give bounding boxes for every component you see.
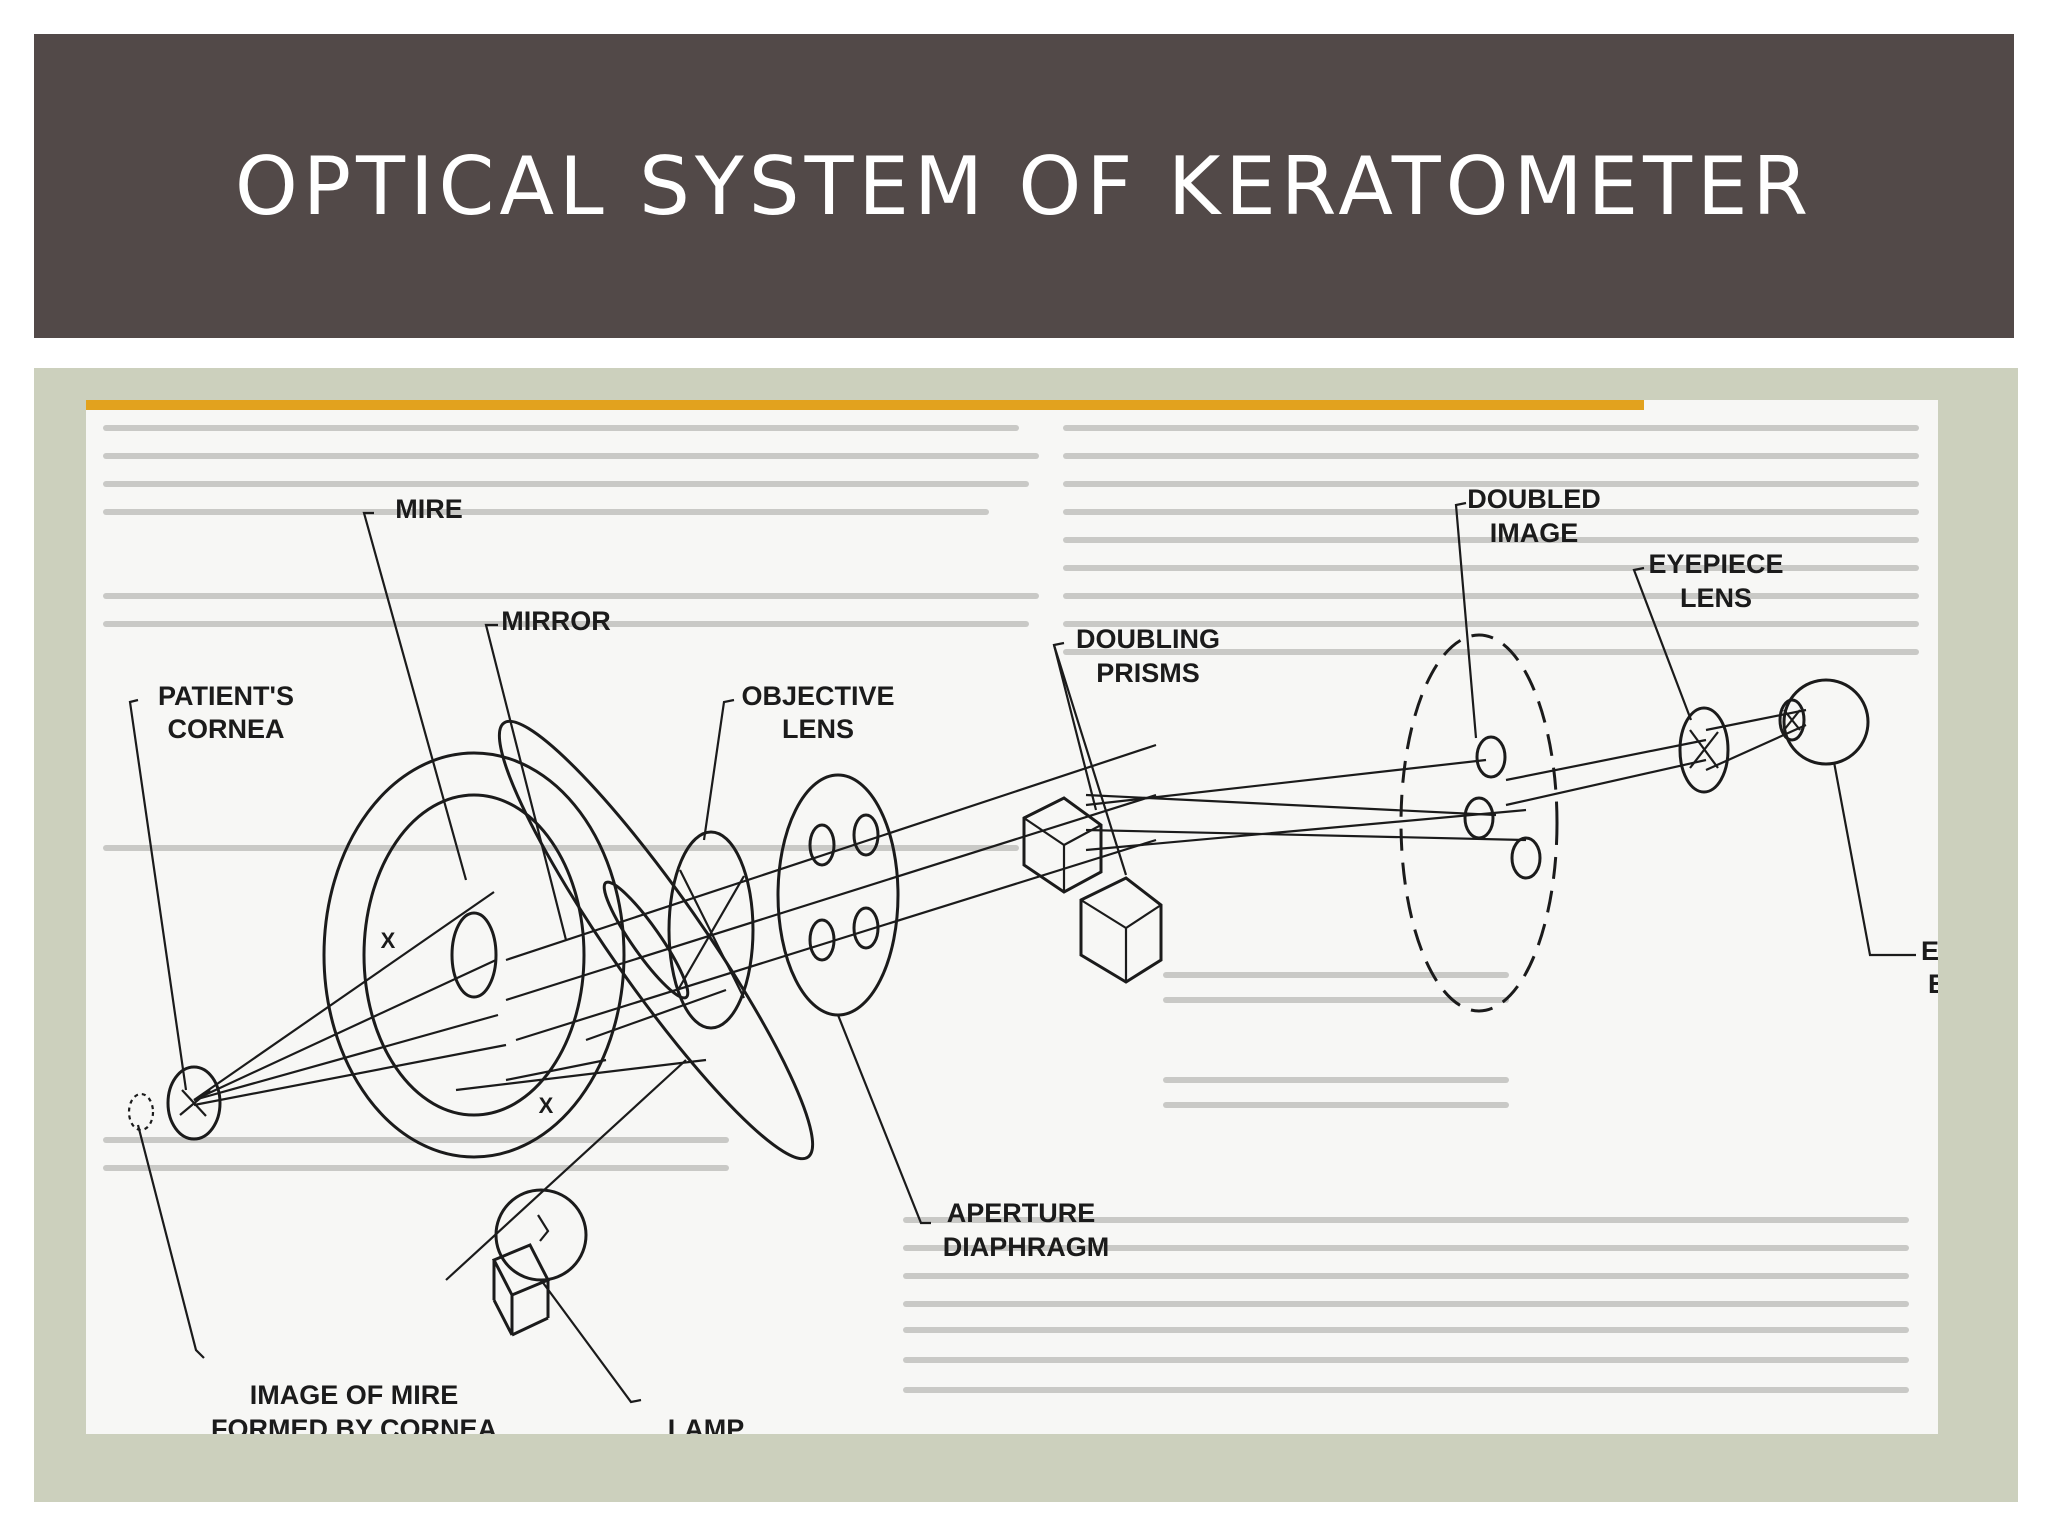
label-aperture-diaphragm-2: DIAPHRAGM [943,1232,1110,1262]
label-patients-cornea-1: PATIENT'S [158,681,294,711]
label-aperture-diaphragm-1: APERTURE [947,1198,1096,1228]
label-image-of-mire-2: FORMED BY CORNEA [211,1414,497,1434]
mire-disc: X X [322,751,626,1159]
eyepiece-lens [1678,706,1730,794]
svg-text:X: X [539,1093,554,1118]
label-patients-cornea-2: CORNEA [167,714,284,744]
optical-rays [193,708,1807,1281]
leader-lines [128,501,1916,1404]
label-mire: MIRE [395,494,463,524]
background-text-texture [103,425,1919,1393]
label-doubling-prisms-2: PRISMS [1096,658,1200,688]
mirror [497,719,815,1161]
keratometer-diagram: X X [103,425,1938,1434]
lamp [491,1188,588,1337]
objective-lens [667,830,755,1030]
gold-rule [86,400,1644,410]
label-doubled-image-1: DOUBLED [1467,484,1601,514]
label-mirror: MIRROR [501,606,611,636]
slide-title: OPTICAL SYSTEM OF KERATOMETER [234,139,1814,233]
label-objective-lens-1: OBJECTIVE [741,681,894,711]
diagram-labels: MIRE MIRROR PATIENT'S CORNEA OBJECTIVE L… [158,484,1938,1434]
label-doubled-image-2: IMAGE [1490,518,1579,548]
diagram-figure: X X [86,400,1938,1434]
doubling-prisms [1022,796,1163,984]
svg-text:X: X [381,928,396,953]
label-examiner-1: EXAM [1921,936,1938,966]
title-bar: OPTICAL SYSTEM OF KERATOMETER [34,34,2014,338]
label-objective-lens-2: LENS [782,714,854,744]
patients-cornea [127,1065,222,1141]
examiners-eye [1778,678,1870,766]
doubled-image [1399,633,1559,1013]
label-image-of-mire-1: IMAGE OF MIRE [250,1380,459,1410]
label-lamp: LAMP [668,1414,745,1434]
label-eyepiece-lens-1: EYEPIECE [1648,549,1783,579]
label-examiner-2: E [1928,969,1938,999]
content-panel: X X [34,368,2018,1502]
label-eyepiece-lens-2: LENS [1680,583,1752,613]
label-doubling-prisms-1: DOUBLING [1076,624,1220,654]
